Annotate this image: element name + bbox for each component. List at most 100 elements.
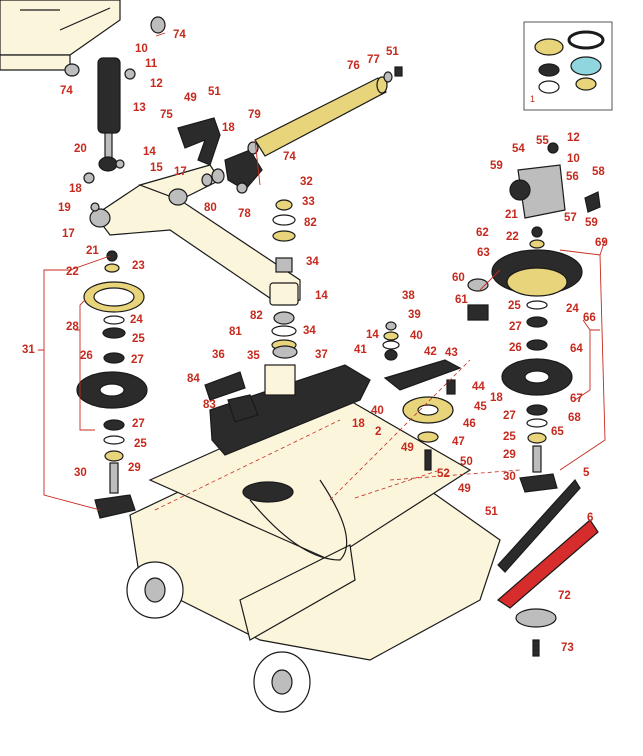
callout-18-d: 18 bbox=[490, 392, 503, 404]
callout-24: 24 bbox=[130, 314, 143, 326]
callout-66: 66 bbox=[583, 312, 596, 324]
callout-labels: 74 74 74 10 11 12 13 20 14 15 18 19 17 1… bbox=[22, 29, 608, 654]
callout-51-c: 51 bbox=[485, 506, 498, 518]
callout-19: 19 bbox=[58, 202, 71, 214]
callout-74-pivot: 74 bbox=[283, 151, 296, 163]
callout-69: 69 bbox=[595, 237, 608, 249]
seal-kit-inset: 1 bbox=[523, 21, 613, 111]
callout-51: 51 bbox=[208, 86, 221, 98]
callout-68: 68 bbox=[568, 412, 581, 424]
callout-57: 57 bbox=[564, 212, 577, 224]
callout-30-b: 30 bbox=[503, 471, 516, 483]
callout-21-b: 21 bbox=[505, 209, 518, 221]
callout-12-b: 12 bbox=[567, 132, 580, 144]
callout-13: 13 bbox=[133, 102, 146, 114]
lift-arm bbox=[89, 164, 301, 306]
right-gearbox bbox=[509, 142, 601, 219]
callout-38: 38 bbox=[402, 290, 415, 302]
callout-81: 81 bbox=[229, 326, 242, 338]
callout-41: 41 bbox=[354, 344, 367, 356]
callout-14-c: 14 bbox=[366, 329, 379, 341]
callout-80: 80 bbox=[204, 202, 217, 214]
callout-44: 44 bbox=[472, 381, 485, 393]
callout-25-b: 25 bbox=[134, 438, 147, 450]
callout-27: 27 bbox=[131, 354, 144, 366]
callout-40-b: 40 bbox=[410, 330, 423, 342]
callout-52: 52 bbox=[437, 468, 450, 480]
callout-25: 25 bbox=[132, 333, 145, 345]
callout-40: 40 bbox=[371, 405, 384, 417]
callout-61: 61 bbox=[455, 294, 468, 306]
callout-67: 67 bbox=[570, 393, 583, 405]
callout-6: 6 bbox=[587, 512, 593, 524]
belt-cover-bracket bbox=[204, 345, 371, 456]
callout-50: 50 bbox=[460, 456, 473, 468]
callout-78: 78 bbox=[238, 208, 251, 220]
callout-30: 30 bbox=[74, 467, 87, 479]
callout-26-b: 26 bbox=[509, 342, 522, 354]
callout-22: 22 bbox=[66, 266, 79, 278]
callout-45: 45 bbox=[474, 401, 487, 413]
callout-34-b: 34 bbox=[303, 325, 316, 337]
callout-39: 39 bbox=[408, 309, 421, 321]
callout-25-c: 25 bbox=[508, 300, 521, 312]
lift-shaft-76 bbox=[254, 66, 403, 157]
callout-18: 18 bbox=[69, 183, 82, 195]
callout-62: 62 bbox=[476, 227, 489, 239]
callout-49-b: 49 bbox=[401, 442, 414, 454]
callout-25-d: 25 bbox=[503, 431, 516, 443]
callout-23: 23 bbox=[132, 260, 145, 272]
callout-49: 49 bbox=[184, 92, 197, 104]
callout-76: 76 bbox=[347, 60, 360, 72]
callout-22-b: 22 bbox=[506, 231, 519, 243]
lift-cylinder bbox=[83, 57, 136, 184]
callout-24-b: 24 bbox=[566, 303, 579, 315]
callout-72: 72 bbox=[558, 590, 571, 602]
idler-assembly bbox=[382, 321, 462, 471]
mower-deck bbox=[129, 394, 501, 661]
callout-28: 28 bbox=[66, 321, 79, 333]
callout-74-left: 74 bbox=[60, 85, 73, 97]
callout-73: 73 bbox=[561, 642, 574, 654]
callout-84: 84 bbox=[187, 373, 200, 385]
right-spindle-assembly bbox=[467, 226, 583, 493]
callout-58: 58 bbox=[592, 166, 605, 178]
callout-31: 31 bbox=[22, 344, 35, 356]
callout-59: 59 bbox=[490, 160, 503, 172]
callout-82: 82 bbox=[304, 217, 317, 229]
callout-63: 63 bbox=[477, 247, 490, 259]
caster-wheels bbox=[126, 561, 311, 713]
callout-51-b: 51 bbox=[386, 46, 399, 58]
callout-77: 77 bbox=[367, 54, 380, 66]
callout-20: 20 bbox=[74, 143, 87, 155]
callout-54: 54 bbox=[512, 143, 525, 155]
callout-17: 17 bbox=[62, 228, 75, 240]
callout-17-b: 17 bbox=[174, 166, 187, 178]
callout-82-b: 82 bbox=[250, 310, 263, 322]
bracket-75 bbox=[177, 117, 221, 166]
callout-18-b: 18 bbox=[222, 122, 235, 134]
callout-10-b: 10 bbox=[567, 153, 580, 165]
callout-36: 36 bbox=[212, 349, 225, 361]
callout-83: 83 bbox=[203, 399, 216, 411]
callout-46: 46 bbox=[463, 418, 476, 430]
callout-14-b: 14 bbox=[315, 290, 328, 302]
callout-43: 43 bbox=[445, 347, 458, 359]
callout-55: 55 bbox=[536, 135, 549, 147]
callout-42: 42 bbox=[424, 346, 437, 358]
left-spindle-assembly bbox=[76, 250, 148, 519]
callout-12: 12 bbox=[150, 78, 163, 90]
pin-74-top bbox=[64, 16, 166, 77]
cutting-blades bbox=[497, 479, 599, 657]
callout-21: 21 bbox=[86, 245, 99, 257]
callout-26: 26 bbox=[80, 350, 93, 362]
callout-60: 60 bbox=[452, 272, 465, 284]
callout-15: 15 bbox=[150, 162, 163, 174]
callout-10: 10 bbox=[135, 43, 148, 55]
callout-56: 56 bbox=[566, 171, 579, 183]
callout-27-d: 27 bbox=[503, 410, 516, 422]
callout-5: 5 bbox=[583, 467, 590, 479]
callout-29: 29 bbox=[128, 462, 141, 474]
callout-11: 11 bbox=[145, 58, 158, 70]
